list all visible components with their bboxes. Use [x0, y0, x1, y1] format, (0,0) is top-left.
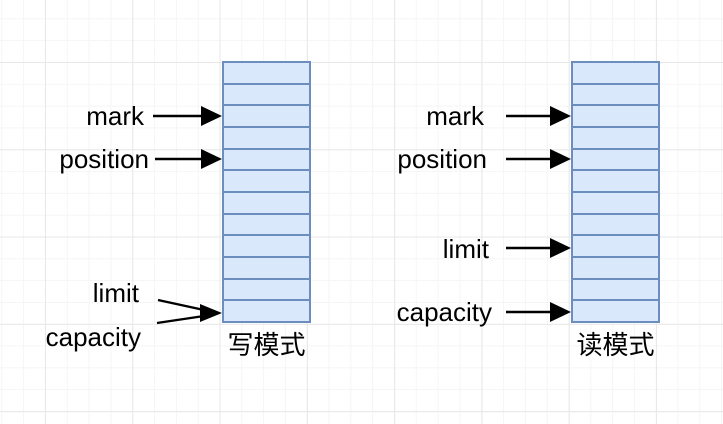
read-capacity-label: capacity [396, 297, 492, 327]
read-limit-label: limit [442, 234, 489, 264]
buffer-cell [573, 63, 658, 85]
buffer-cell [224, 214, 309, 237]
read-mode-title: 读模式 [576, 330, 655, 360]
buffer-cell [224, 128, 309, 150]
buffer-cell [573, 258, 658, 280]
buffer-cell [573, 171, 658, 194]
buffer-cell [224, 149, 309, 172]
buffer-cell [224, 84, 309, 107]
buffer-cell [573, 149, 658, 172]
buffer-cell [224, 279, 309, 302]
buffer-cell [224, 301, 309, 322]
buffer-cell [573, 214, 658, 237]
buffer-cell [224, 171, 309, 194]
read-position-label: position [397, 144, 487, 174]
buffer-cell [573, 279, 658, 302]
read-mark-arrow [506, 106, 571, 126]
write-capacity-arrow [156, 304, 222, 325]
buffer-cell [573, 193, 658, 215]
write-capacity-label: capacity [45, 322, 141, 352]
write-mark-arrow [153, 106, 222, 126]
write-position-arrow [155, 149, 222, 169]
read-position-arrow [506, 149, 571, 169]
buffer-cell [573, 84, 658, 107]
buffer-cell [573, 106, 658, 129]
buffer-cell [224, 63, 309, 85]
buffer-cell [224, 258, 309, 280]
write-buffer [222, 61, 311, 323]
buffer-cell [573, 301, 658, 322]
buffer-cell [573, 236, 658, 259]
buffer-cell [224, 236, 309, 259]
write-limit-label: limit [92, 278, 139, 308]
write-position-label: position [59, 144, 149, 174]
buffer-cell [224, 106, 309, 129]
read-mark-label: mark [426, 101, 484, 131]
write-limit-arrow [157, 298, 205, 312]
read-capacity-arrow [506, 302, 571, 322]
buffer-cell [224, 193, 309, 215]
write-mark-label: mark [86, 101, 144, 131]
buffer-cell [573, 128, 658, 150]
write-mode-title: 写模式 [227, 330, 306, 360]
read-buffer [571, 61, 660, 323]
read-limit-arrow [506, 238, 571, 258]
